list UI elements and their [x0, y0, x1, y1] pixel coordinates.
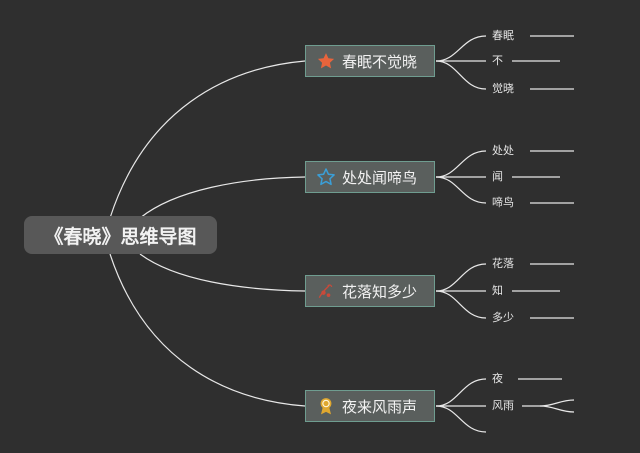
connector-b1-leaf-1 [435, 35, 487, 62]
connector-b3-leaf-3 [435, 290, 487, 319]
connector-root-branch-2 [139, 176, 306, 219]
root-topic-label: 《春晓》思维导图 [44, 225, 197, 248]
connector-b2-leaf-3 [435, 176, 487, 204]
connector-b4-leaf-1 [435, 378, 487, 407]
leaf-underline-b4-2 [522, 399, 575, 407]
connector-b1-leaf-3 [435, 60, 487, 90]
branch-topic-4[interactable]: 夜来风雨声 [305, 390, 435, 422]
leaf-topic[interactable]: 知 [492, 284, 503, 297]
leaf-topic[interactable]: 夜 [492, 372, 503, 385]
branch-topic-3[interactable]: 花落知多少 [305, 275, 435, 307]
connector-root-branch-1 [109, 60, 306, 219]
root-topic[interactable]: 《春晓》思维导图 [24, 216, 217, 254]
leaf-topic[interactable]: 风雨 [492, 399, 514, 412]
leaf-topic[interactable]: 啼鸟 [492, 196, 514, 209]
branch-topic-4-label: 夜来风雨声 [342, 397, 418, 416]
branch-topic-2[interactable]: 处处闻啼鸟 [305, 161, 435, 193]
connector-b2-leaf-1 [435, 150, 487, 178]
connector-root-branch-3 [139, 253, 306, 292]
branch-topic-1-label: 春眠不觉晓 [342, 52, 418, 71]
fallen-flower-icon [316, 281, 336, 301]
award-ribbon-icon [316, 396, 336, 416]
branch-topic-2-label: 处处闻啼鸟 [342, 168, 418, 187]
leaf-topic[interactable]: 不 [492, 54, 503, 67]
branch-topic-1[interactable]: 春眠不觉晓 [305, 45, 435, 77]
connector-b3-leaf-1 [435, 263, 487, 292]
leaf-topic[interactable]: 闻 [492, 170, 503, 183]
leaf-underline-b4-2b [539, 405, 575, 413]
leaf-topic[interactable]: 处处 [492, 144, 514, 157]
star-filled-icon [316, 51, 336, 71]
leaf-topic[interactable]: 春眠 [492, 29, 514, 42]
star-outline-icon [316, 167, 336, 187]
connector-b4-leaf-3 [435, 405, 487, 433]
leaf-topic[interactable]: 觉晓 [492, 82, 514, 95]
leaf-topic[interactable]: 花落 [492, 257, 514, 270]
connector-root-branch-4 [109, 253, 306, 407]
leaf-topic[interactable]: 多少 [492, 311, 514, 324]
branch-topic-3-label: 花落知多少 [342, 282, 418, 301]
